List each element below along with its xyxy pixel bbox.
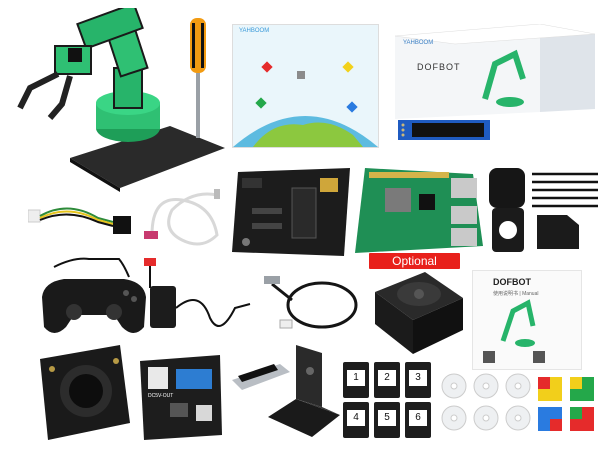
number-tags: 1 2 3 4 5 6: [343, 362, 435, 440]
oled-display: [398, 120, 490, 140]
optional-badge: Optional: [369, 253, 460, 269]
tag-1: 1: [347, 370, 365, 386]
camera-module: [40, 345, 130, 440]
l-bracket: [268, 345, 340, 445]
tag-3: 3: [409, 370, 427, 386]
tag-2: 2: [378, 370, 396, 386]
box-logo: YAHBOOM: [403, 40, 434, 46]
power-adapter: [140, 258, 255, 346]
tag-4: 4: [347, 410, 365, 426]
cooling-fan: [375, 262, 463, 354]
driver-board: DC5V-OUT: [140, 355, 222, 440]
usb-cable-white: [142, 185, 232, 255]
tag-6: 6: [409, 410, 427, 426]
manual-title: DOFBOT: [493, 277, 531, 287]
screwdriver: [183, 18, 213, 143]
usb-dongle: [489, 168, 529, 252]
box-brand: DOFBOT: [417, 62, 461, 72]
robot-arm: [10, 8, 225, 193]
cable-ties: [530, 170, 600, 210]
gamepad-controller: [34, 257, 154, 342]
raspberry-pi-board: [355, 168, 483, 253]
sd-card: [537, 215, 579, 249]
tag-5: 5: [378, 410, 396, 426]
driver-board-label: DC5V-OUT: [148, 393, 174, 399]
manual-booklet: DOFBOT 使用说明书 | Manual: [472, 270, 582, 370]
rubber-washers: [440, 372, 535, 434]
color-blocks: [536, 375, 598, 435]
recognition-map: YAHBOOM: [232, 24, 379, 148]
sensor-wire: [28, 200, 133, 240]
manual-subtitle: 使用说明书 | Manual: [493, 291, 539, 297]
usb-cable-black: [262, 270, 362, 340]
u-bracket: [230, 360, 292, 400]
product-box: YAHBOOM DOFBOT: [395, 24, 595, 119]
mat-logo: YAHBOOM: [239, 28, 270, 34]
expansion-board: [232, 168, 350, 256]
